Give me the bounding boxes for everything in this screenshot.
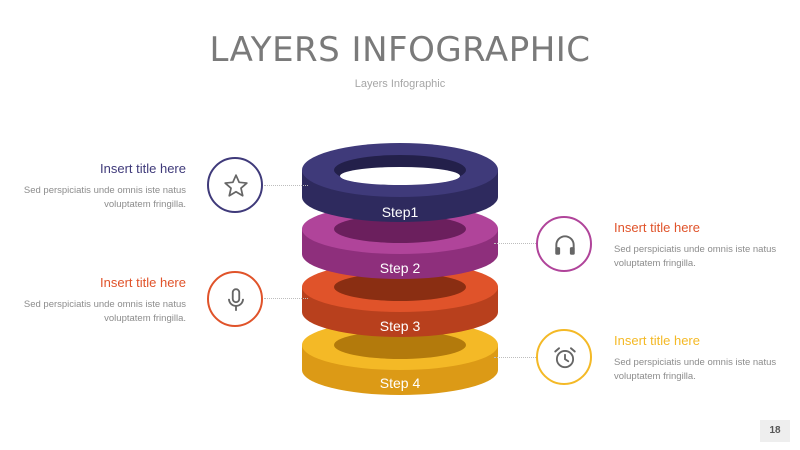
layer-1: Step1 <box>302 143 498 222</box>
layer-3-label: Step 3 <box>380 318 421 334</box>
connector-1 <box>264 185 308 186</box>
info-block-3-text: Sed perspiciatis unde omnis iste natus v… <box>23 299 186 324</box>
info-block-4-text: Sed perspiciatis unde omnis iste natus v… <box>614 357 777 382</box>
info-circle-1 <box>207 157 263 213</box>
connector-2 <box>494 243 536 244</box>
alarm-clock-icon <box>554 347 576 369</box>
connector-4 <box>494 357 536 358</box>
info-circle-2 <box>536 216 592 272</box>
info-block-4: Insert title here Sed perspiciatis unde … <box>614 333 800 384</box>
layer-4-label: Step 4 <box>380 375 421 391</box>
info-block-3-title: Insert title here <box>100 275 186 290</box>
info-block-4-title: Insert title here <box>614 333 700 348</box>
info-circle-3 <box>207 271 263 327</box>
info-circle-4 <box>536 329 592 385</box>
info-block-1-title: Insert title here <box>100 161 186 176</box>
layer-2-label: Step 2 <box>380 260 421 276</box>
star-icon <box>224 174 248 197</box>
layer-4: Step 4 <box>302 320 498 395</box>
layer-1-hole-light <box>340 167 460 185</box>
page-subtitle: Layers Infographic <box>354 78 446 90</box>
page-title: LAYERS INFOGRAPHIC <box>209 30 591 70</box>
connector-3 <box>264 298 308 299</box>
page-number: 18 <box>760 420 790 442</box>
info-block-2-title: Insert title here <box>614 220 700 235</box>
info-block-3: Insert title here Sed perspiciatis unde … <box>0 275 186 326</box>
info-block-2: Insert title here Sed perspiciatis unde … <box>614 220 800 271</box>
layer-1-label: Step1 <box>382 204 419 220</box>
headphones-icon <box>555 235 575 255</box>
layer-3-hole <box>334 273 466 301</box>
layer-4-hole <box>334 331 466 359</box>
info-block-2-text: Sed perspiciatis unde omnis iste natus v… <box>614 244 777 269</box>
info-block-1: Insert title here Sed perspiciatis unde … <box>0 161 186 212</box>
microphone-icon <box>228 288 244 311</box>
layer-2-hole <box>334 215 466 243</box>
info-block-1-text: Sed perspiciatis unde omnis iste natus v… <box>23 185 186 210</box>
